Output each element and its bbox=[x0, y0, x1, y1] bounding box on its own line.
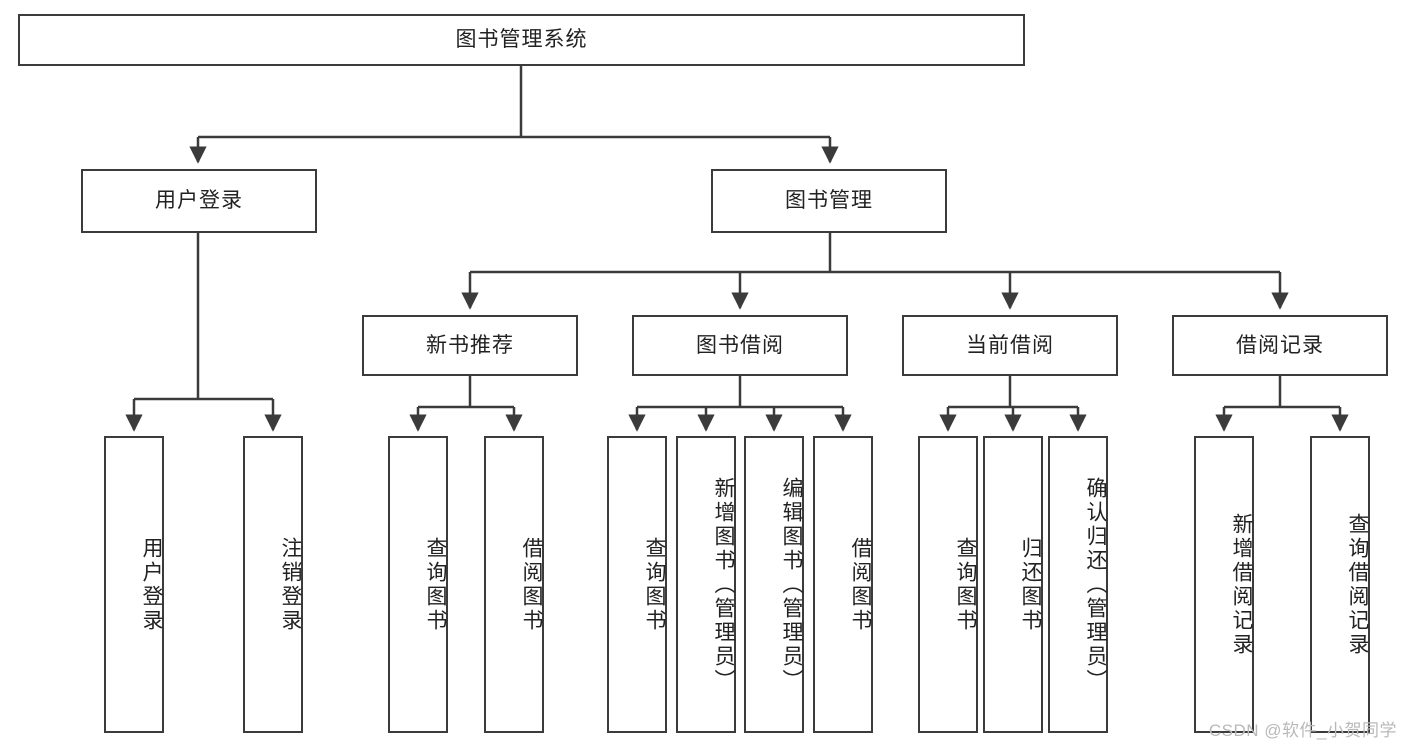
leaf-label: 新增借阅记录 bbox=[1230, 512, 1253, 657]
leaf-borrowrecord-add-record[interactable]: 新增借阅记录 bbox=[1194, 436, 1254, 733]
leaf-label: 借阅图书 bbox=[849, 536, 872, 633]
leaf-bookborrow-add-book-admin[interactable]: 新增图书（管理员） bbox=[676, 436, 736, 733]
node-new-book-recommendation[interactable]: 新书推荐 bbox=[362, 315, 578, 376]
leaf-label: 注销登录 bbox=[279, 536, 302, 633]
leaf-newbook-query-books[interactable]: 查询图书 bbox=[388, 436, 448, 733]
node-book-management[interactable]: 图书管理 bbox=[711, 169, 947, 233]
leaf-label: 归还图书 bbox=[1019, 536, 1042, 633]
leaf-user-login-logout[interactable]: 注销登录 bbox=[243, 436, 303, 733]
node-current-borrowing[interactable]: 当前借阅 bbox=[902, 315, 1118, 376]
node-user-login[interactable]: 用户登录 bbox=[81, 169, 317, 233]
leaf-bookborrow-borrow-books[interactable]: 借阅图书 bbox=[813, 436, 873, 733]
leaf-label: 编辑图书（管理员） bbox=[780, 476, 803, 693]
leaf-label: 查询图书 bbox=[643, 536, 666, 633]
csdn-watermark: CSDN @软件_小贺同学 bbox=[1208, 721, 1397, 740]
leaf-bookborrow-query-books[interactable]: 查询图书 bbox=[607, 436, 667, 733]
leaf-label: 借阅图书 bbox=[520, 536, 543, 633]
leaf-label: 用户登录 bbox=[140, 536, 163, 633]
leaf-currentborrow-confirm-return-admin[interactable]: 确认归还（管理员） bbox=[1048, 436, 1108, 733]
leaf-currentborrow-query-books[interactable]: 查询图书 bbox=[918, 436, 978, 733]
leaf-label: 查询借阅记录 bbox=[1346, 512, 1369, 657]
node-book-borrowing[interactable]: 图书借阅 bbox=[632, 315, 848, 376]
leaf-label: 查询图书 bbox=[424, 536, 447, 633]
leaf-currentborrow-return-books[interactable]: 归还图书 bbox=[983, 436, 1043, 733]
leaf-borrowrecord-query-record[interactable]: 查询借阅记录 bbox=[1310, 436, 1370, 733]
leaf-label: 新增图书（管理员） bbox=[712, 476, 735, 693]
node-borrow-records[interactable]: 借阅记录 bbox=[1172, 315, 1388, 376]
leaf-label: 确认归还（管理员） bbox=[1084, 476, 1107, 693]
leaf-user-login-login[interactable]: 用户登录 bbox=[104, 436, 164, 733]
leaf-bookborrow-edit-book-admin[interactable]: 编辑图书（管理员） bbox=[744, 436, 804, 733]
node-root-book-management-system[interactable]: 图书管理系统 bbox=[18, 14, 1025, 66]
leaf-newbook-borrow-books[interactable]: 借阅图书 bbox=[484, 436, 544, 733]
leaf-label: 查询图书 bbox=[954, 536, 977, 633]
